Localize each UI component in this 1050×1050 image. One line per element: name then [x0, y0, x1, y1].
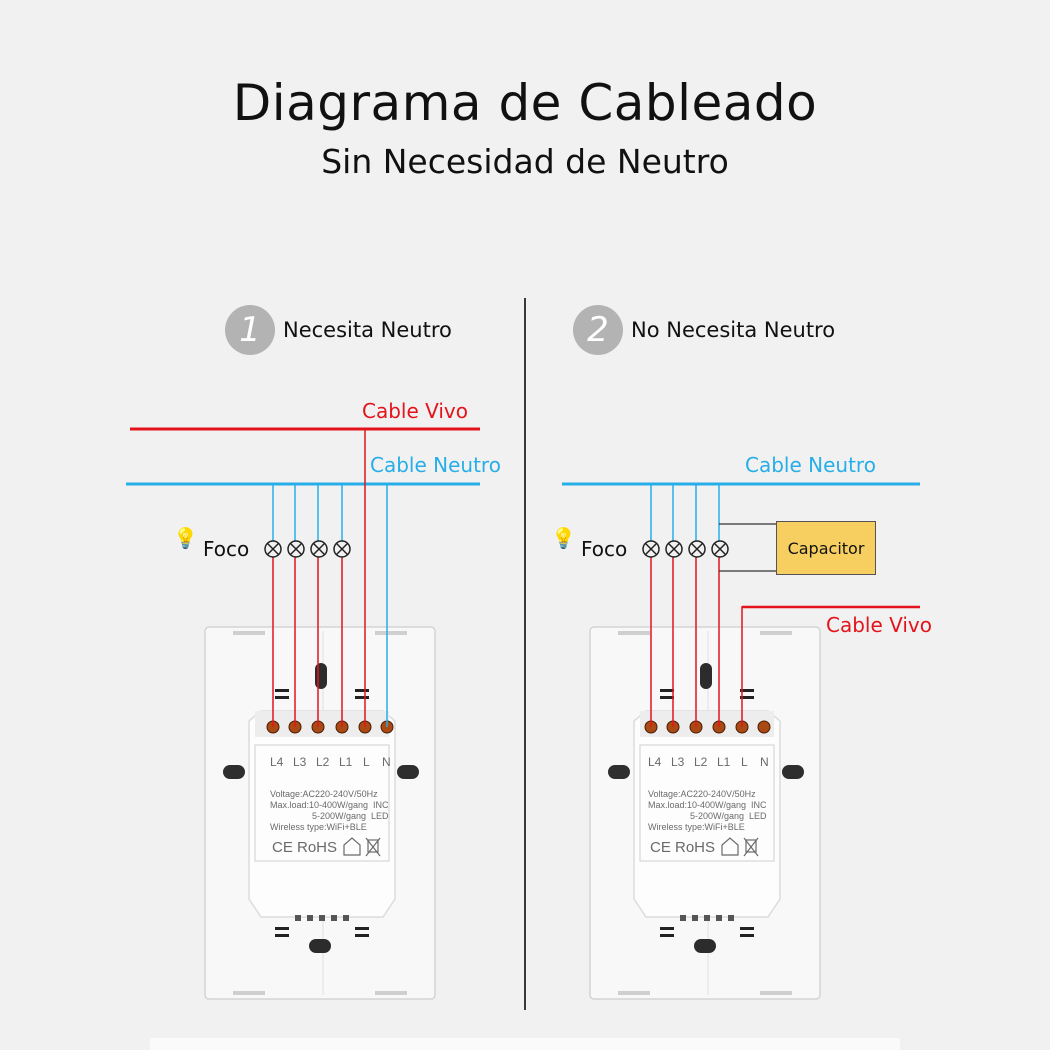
device-label-1: L4 L3 L2 L1 L N Voltage:AC220-240V/50Hz … [270, 755, 391, 857]
live-wire-label-2: Cable Vivo [826, 613, 933, 637]
step-2-label: No Necesita Neutro [631, 318, 836, 342]
step-number-icon: 2 [573, 305, 623, 355]
lamp-symbol-icon [264, 540, 351, 558]
house-icon [343, 837, 361, 856]
terminal-label: L2 [316, 755, 330, 769]
certification-marks: CE RoHS [272, 839, 337, 856]
spec-led: LED [749, 811, 767, 821]
live-wire-label-1: Cable Vivo [362, 399, 469, 423]
spec-wireless: Wireless type:WiFi+BLE [270, 822, 367, 832]
bottom-strip [150, 1038, 900, 1050]
spec-wireless: Wireless type:WiFi+BLE [648, 822, 745, 832]
load-label-2: Foco [581, 537, 628, 561]
load-label-1: Foco [203, 537, 250, 561]
spec-led-load: 5-200W/gang [312, 811, 366, 821]
page-subtitle: Sin Necesidad de Neutro [321, 142, 729, 181]
neutral-wire-label-1: Cable Neutro [370, 453, 501, 477]
weee-bin-icon [743, 837, 759, 857]
spec-inc: INC [373, 800, 389, 810]
step-1-label: Necesita Neutro [283, 318, 452, 342]
spec-led-load: 5-200W/gang [690, 811, 744, 821]
step-2-header: 2 No Necesita Neutro [573, 305, 835, 355]
spec-maxload: Max.load:10-400W/gang [648, 800, 746, 810]
terminal-label: L4 [648, 755, 662, 769]
terminal-label: L2 [694, 755, 708, 769]
weee-bin-icon [365, 837, 381, 857]
spec-led: LED [371, 811, 389, 821]
terminal-label: N [760, 755, 769, 769]
spec-voltage: Voltage:AC220-240V/50Hz [648, 789, 756, 799]
terminal-label: N [382, 755, 391, 769]
certification-marks: CE RoHS [650, 839, 715, 856]
terminal-label: L4 [270, 755, 284, 769]
panel-divider [524, 298, 526, 1010]
spec-maxload: Max.load:10-400W/gang [270, 800, 368, 810]
step-1-header: 1 Necesita Neutro [225, 305, 452, 355]
terminal-label: L3 [671, 755, 685, 769]
page-title: Diagrama de Cableado [232, 74, 818, 132]
spec-inc: INC [751, 800, 767, 810]
neutral-wire-label-2: Cable Neutro [745, 453, 876, 477]
house-icon [721, 837, 739, 856]
terminal-label: L1 [339, 755, 353, 769]
terminal-label: L [741, 755, 748, 769]
terminal-label: L3 [293, 755, 307, 769]
lightbulb-icon: 💡 [551, 526, 576, 550]
spec-voltage: Voltage:AC220-240V/50Hz [270, 789, 378, 799]
step-number-icon: 1 [225, 305, 275, 355]
terminal-label: L1 [717, 755, 731, 769]
device-label-2: L4 L3 L2 L1 L N Voltage:AC220-240V/50Hz … [648, 755, 769, 857]
terminal-label: L [363, 755, 370, 769]
capacitor-box: Capacitor [776, 521, 876, 575]
lamp-symbol-icon [642, 540, 729, 558]
lightbulb-icon: 💡 [173, 526, 198, 550]
